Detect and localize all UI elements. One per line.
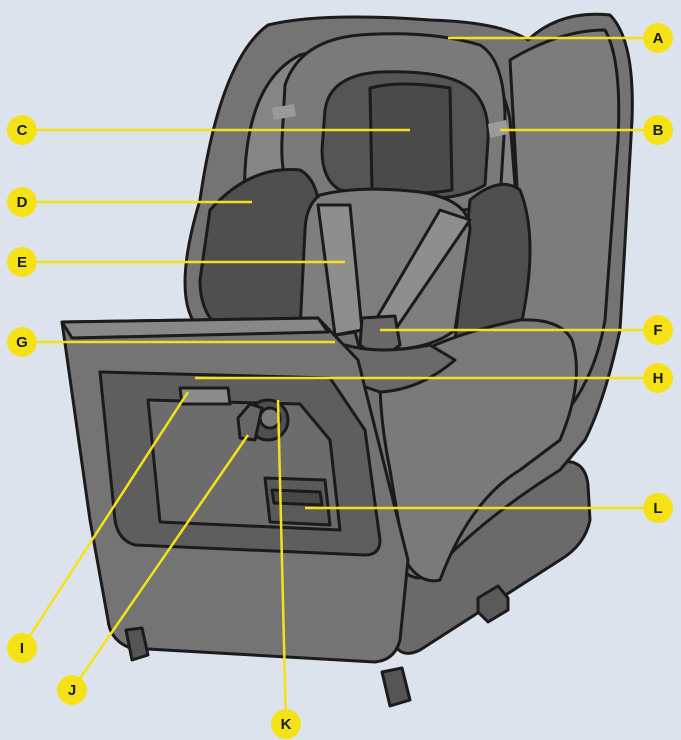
callout-l: L <box>305 493 673 523</box>
callout-f: F <box>380 315 673 345</box>
callout-marker <box>643 315 673 345</box>
callout-leader-line <box>20 391 190 649</box>
callout-marker <box>643 115 673 145</box>
recline-handle <box>178 386 232 406</box>
callout-marker <box>7 115 37 145</box>
shell-highlight-right <box>488 120 508 138</box>
callout-h: H <box>195 363 673 393</box>
callout-i: I <box>7 391 190 663</box>
callout-label: I <box>20 640 24 657</box>
callout-leader-line <box>276 399 288 725</box>
callout-marker <box>271 709 301 739</box>
front-panel-top <box>60 316 330 340</box>
callout-leader-line <box>70 434 250 691</box>
callout-layer: A B C D E F G H I J K L <box>7 23 673 739</box>
callout-e: E <box>7 247 345 277</box>
callout-label: K <box>281 716 292 733</box>
callout-marker <box>7 187 37 217</box>
seat-base <box>390 459 592 655</box>
callout-label: H <box>653 370 664 387</box>
knob-housing <box>236 402 264 442</box>
callout-a: A <box>448 23 673 53</box>
isofix-connector <box>476 584 510 624</box>
callout-marker <box>7 247 37 277</box>
callout-label: E <box>17 254 27 271</box>
callout-label: G <box>16 334 28 351</box>
callout-k: K <box>271 399 301 739</box>
callout-d: D <box>7 187 252 217</box>
callout-marker <box>7 327 37 357</box>
callout-label: F <box>653 322 662 339</box>
front-foot-right <box>380 666 412 708</box>
callout-marker <box>643 23 673 53</box>
callout-b: B <box>500 115 673 145</box>
callout-label: C <box>17 122 28 139</box>
front-foot-left <box>124 626 150 662</box>
release-lever-slot <box>270 488 324 507</box>
callout-label: D <box>17 194 28 211</box>
shell-highlight-left <box>272 104 296 120</box>
callout-marker <box>7 633 37 663</box>
callout-label: J <box>68 682 76 699</box>
rotation-knob-cap <box>258 406 282 430</box>
headrest-centre <box>368 82 454 195</box>
callout-label: B <box>653 122 664 139</box>
callout-g: G <box>7 327 335 357</box>
car-seat-illustration <box>60 12 634 708</box>
seat-cushion <box>343 343 457 394</box>
callout-marker <box>643 493 673 523</box>
callout-j: J <box>57 434 250 705</box>
callout-c: C <box>7 115 410 145</box>
callout-label: L <box>653 500 662 517</box>
callout-label: A <box>653 30 664 47</box>
callout-marker <box>643 363 673 393</box>
callout-marker <box>57 675 87 705</box>
